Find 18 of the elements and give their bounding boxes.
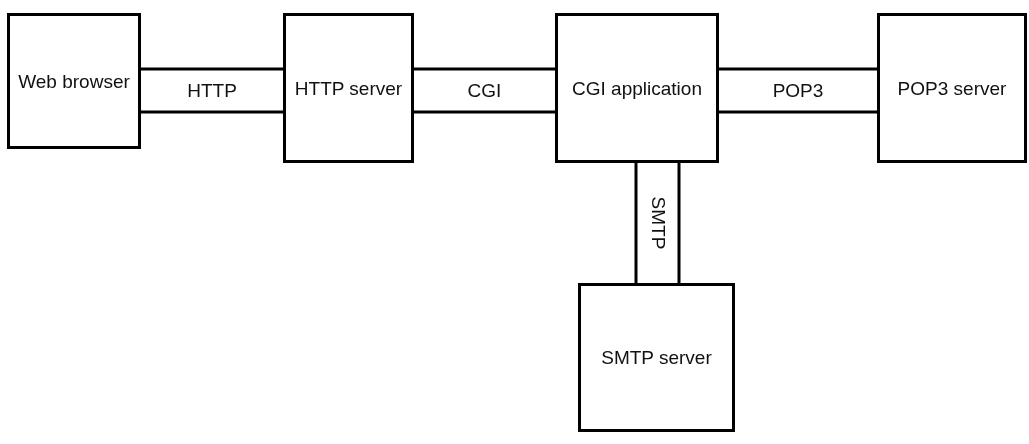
process-box (877, 13, 1027, 163)
process-box (7, 13, 141, 149)
edge-label: CGI (467, 79, 502, 102)
box-label: HTTP server (294, 76, 403, 101)
box-label: POP3 server (897, 76, 1007, 101)
connector-channel (717, 67, 879, 114)
process-box (578, 283, 735, 432)
connector-channel (634, 161, 681, 285)
connector-channel (139, 67, 285, 114)
connector-channel (412, 67, 557, 114)
process-box (283, 13, 414, 163)
edge-label: POP3 (772, 79, 824, 102)
process-box (555, 13, 719, 163)
edge-label: HTTP (187, 79, 237, 102)
box-label: SMTP server (601, 346, 712, 370)
box-label: CGI application (572, 76, 702, 101)
edge-label: SMTP (646, 196, 669, 250)
box-label: Web browser (18, 69, 130, 94)
